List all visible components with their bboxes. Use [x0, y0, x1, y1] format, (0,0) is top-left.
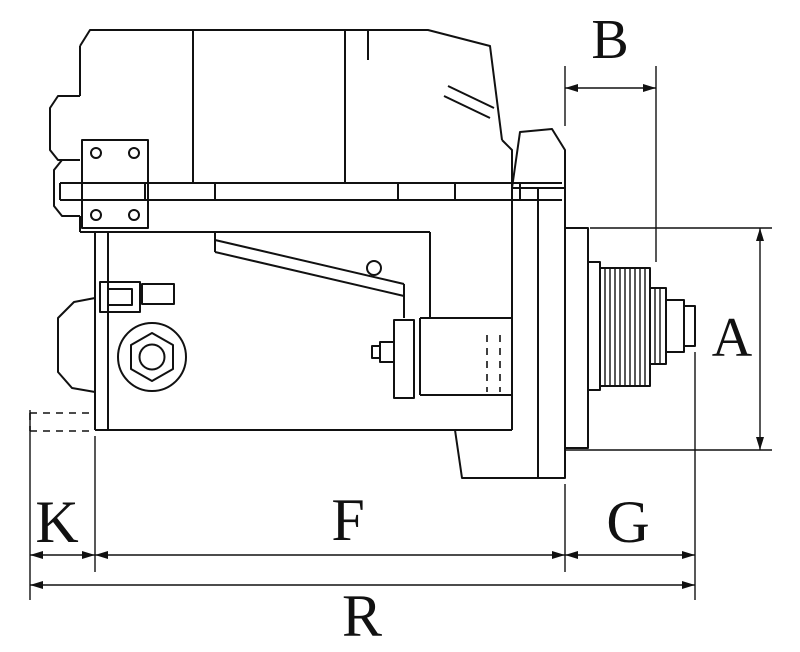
dimension-a: A [565, 227, 772, 451]
dimension-g-label: G [606, 489, 649, 555]
hatch-marks [443, 85, 495, 119]
hidden-outline [29, 412, 95, 432]
dimension-k-label: K [35, 489, 78, 555]
cable-clamp [99, 281, 175, 313]
dimension-b-label: B [591, 9, 628, 71]
dimension-bottom: K F G R [29, 352, 696, 649]
mounting-bracket [81, 139, 149, 229]
mounting-flange [454, 128, 566, 479]
shaft-collar [649, 287, 667, 365]
shaft-step [587, 261, 601, 391]
dimension-a-label: A [712, 307, 753, 369]
through-bolt-strip [59, 182, 562, 201]
motor-yoke [79, 29, 503, 183]
dimension-b: B [564, 9, 657, 262]
dimension-r-label: R [342, 583, 382, 649]
flange-plate [564, 227, 589, 449]
terminal-studs [49, 95, 81, 232]
hex-bolt [117, 322, 187, 392]
pinion-gear [599, 267, 651, 387]
dimension-f-label: F [331, 487, 364, 553]
bearing-boss [371, 317, 512, 399]
left-lug [57, 297, 96, 393]
shaft-end [665, 299, 696, 353]
support-bracket [214, 232, 405, 318]
motor-lower-body [80, 231, 512, 431]
motor-drawing [29, 29, 696, 479]
